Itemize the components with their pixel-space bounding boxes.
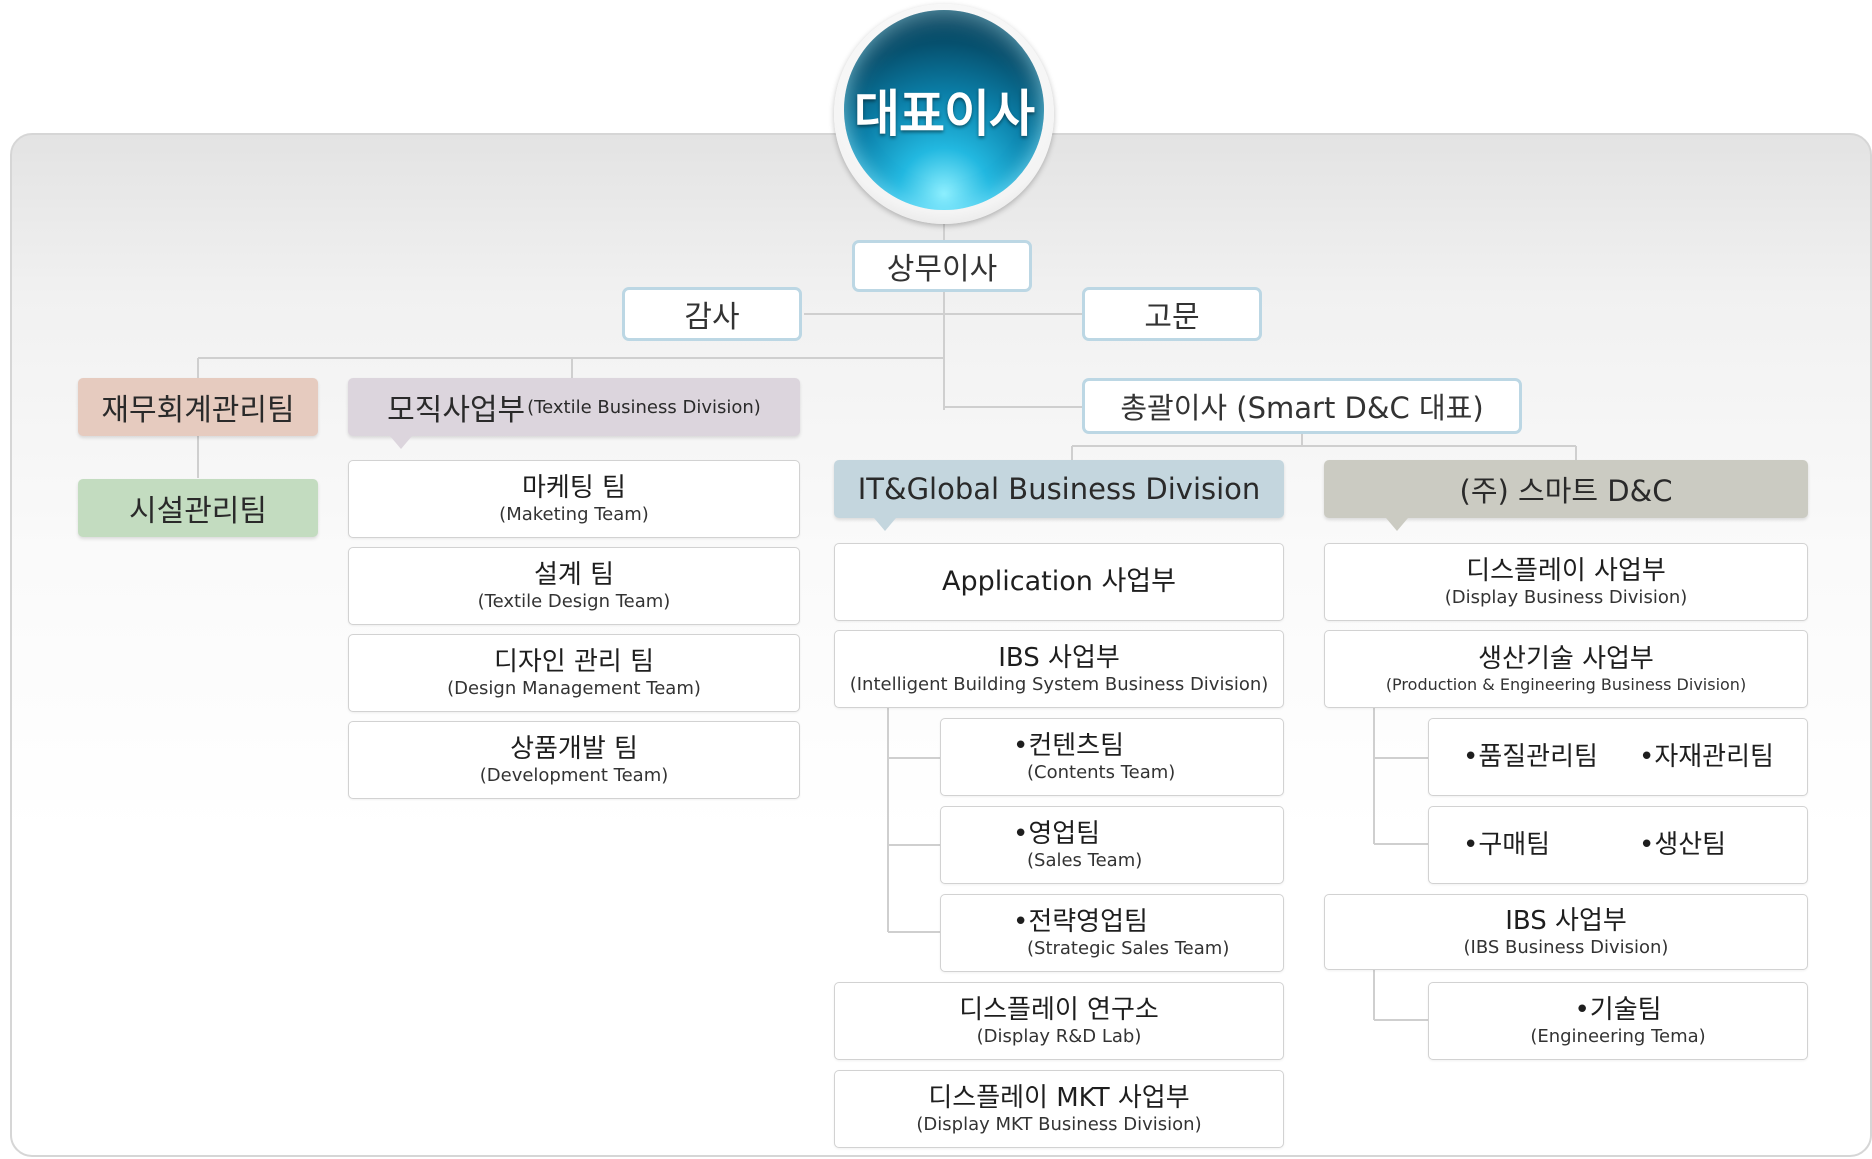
division-label: Application 사업부 — [942, 566, 1176, 598]
ibs-team-contents: •컨텐츠팀 (Contents Team) — [940, 718, 1284, 796]
team-box-design-management: 디자인 관리 팀 (Design Management Team) — [348, 634, 800, 712]
team-box-development: 상품개발 팀 (Development Team) — [348, 721, 800, 799]
team-label-ko: 디자인 관리 팀 — [493, 646, 655, 677]
division-label-ko: 디스플레이 MKT 사업부 — [928, 1082, 1190, 1113]
general-director-box: 총괄이사 (Smart D&C 대표) — [1082, 378, 1522, 434]
display-mkt-division-box: 디스플레이 MKT 사업부 (Display MKT Business Divi… — [834, 1070, 1284, 1148]
team-label-en: (Strategic Sales Team) — [1027, 938, 1230, 959]
division-label-ko: 생산기술 사업부 — [1478, 643, 1654, 674]
team-label-en: (Contents Team) — [1027, 762, 1176, 783]
auditor-box: 감사 — [622, 287, 802, 341]
team-label-en: (Engineering Tema) — [1530, 1026, 1706, 1047]
team-label-en: (Textile Design Team) — [477, 591, 671, 612]
team-quality-control: •품질관리팀 — [1463, 741, 1598, 772]
advisor-box: 고문 — [1082, 287, 1262, 341]
division-label-ko: IBS 사업부 — [1505, 905, 1627, 936]
tech-team-box: •기술팀 (Engineering Tema) — [1428, 982, 1808, 1060]
it-global-division-header: IT&Global Business Division — [834, 460, 1284, 518]
team-label-ko: •컨텐츠팀 — [1013, 730, 1125, 761]
display-lab-box: 디스플레이 연구소 (Display R&D Lab) — [834, 982, 1284, 1060]
team-purchasing: •구매팀 — [1463, 829, 1551, 860]
division-label-en: (Display R&D Lab) — [976, 1026, 1142, 1047]
team-label-ko: •기술팀 — [1574, 994, 1662, 1025]
textile-division-header: 모직사업부(Textile Business Division) — [348, 378, 800, 436]
division-label-ko: 디스플레이 연구소 — [959, 994, 1159, 1025]
team-label-ko: 상품개발 팀 — [510, 733, 638, 764]
division-label-ko: 디스플레이 사업부 — [1466, 555, 1666, 586]
division-label-en: (Production & Engineering Business Divis… — [1385, 675, 1747, 695]
division-label-ko: IBS 사업부 — [998, 642, 1120, 673]
textile-header-ko: 모직사업부 — [387, 393, 526, 428]
team-label-en: (Maketing Team) — [499, 504, 649, 525]
production-teams-row-1: •품질관리팀 •자재관리팀 — [1428, 718, 1808, 796]
division-label-en: (Intelligent Building System Business Di… — [849, 674, 1269, 695]
smart-dc-header: (주) 스마트 D&C — [1324, 460, 1808, 518]
it-header-pointer — [874, 518, 896, 531]
division-label-en: (Display Business Division) — [1444, 587, 1688, 608]
textile-header-pointer — [390, 436, 412, 449]
ibs-division-box: IBS 사업부 (Intelligent Building System Bus… — [834, 630, 1284, 708]
team-label-ko: •전략영업팀 — [1013, 906, 1148, 937]
smart-ibs-division-box: IBS 사업부 (IBS Business Division) — [1324, 894, 1808, 970]
team-box-marketing: 마케팅 팀 (Maketing Team) — [348, 460, 800, 538]
team-production: •생산팀 — [1639, 829, 1727, 860]
application-division-box: Application 사업부 — [834, 543, 1284, 621]
executive-director-box: 상무이사 — [852, 240, 1032, 292]
team-label-en: (Sales Team) — [1027, 850, 1143, 871]
textile-header-en: (Textile Business Division) — [527, 396, 761, 418]
division-label-en: (Display MKT Business Division) — [916, 1114, 1202, 1135]
division-label-en: (IBS Business Division) — [1463, 937, 1669, 958]
smart-dc-header-pointer — [1386, 518, 1408, 531]
ceo-node: 대표이사 — [844, 10, 1044, 210]
team-box-design: 설계 팀 (Textile Design Team) — [348, 547, 800, 625]
team-materials-management: •자재관리팀 — [1639, 741, 1774, 772]
display-division-box: 디스플레이 사업부 (Display Business Division) — [1324, 543, 1808, 621]
production-division-box: 생산기술 사업부 (Production & Engineering Busin… — [1324, 630, 1808, 708]
team-label-ko: 설계 팀 — [533, 559, 615, 590]
team-label-en: (Design Management Team) — [447, 678, 701, 699]
ibs-team-sales: •영업팀 (Sales Team) — [940, 806, 1284, 884]
finance-team-header: 재무회계관리팀 — [78, 378, 318, 436]
facility-team-header: 시설관리팀 — [78, 479, 318, 537]
production-teams-row-2: •구매팀 •생산팀 — [1428, 806, 1808, 884]
team-label-ko: 마케팅 팀 — [522, 472, 626, 503]
team-label-ko: •영업팀 — [1013, 818, 1101, 849]
team-label-en: (Development Team) — [479, 765, 669, 786]
ibs-team-strategic-sales: •전략영업팀 (Strategic Sales Team) — [940, 894, 1284, 972]
